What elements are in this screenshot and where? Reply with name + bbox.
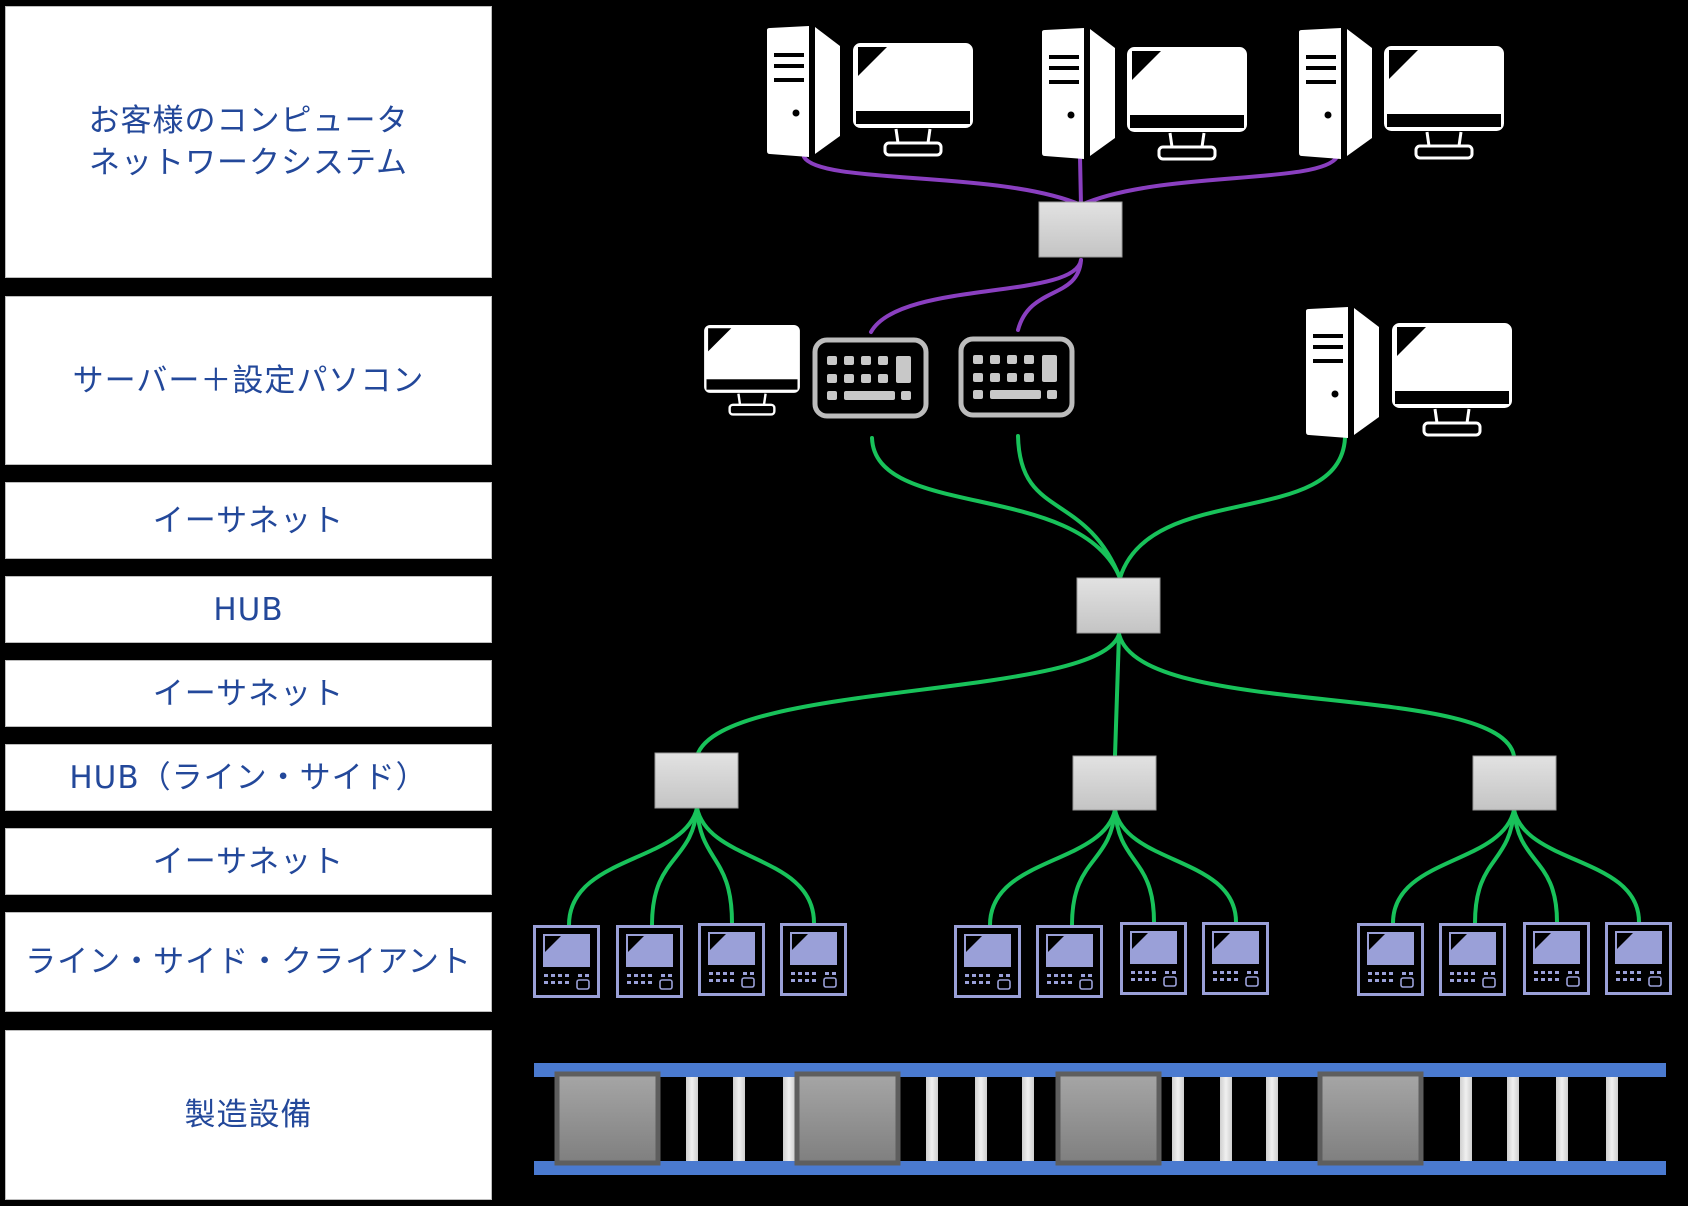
monitor-icon	[853, 43, 973, 157]
desktop-tower-icon	[1299, 28, 1372, 159]
workpiece	[794, 1071, 901, 1166]
conveyor-roller	[1556, 1077, 1568, 1161]
conveyor-roller	[975, 1077, 987, 1161]
cable-server-to-main-hub	[1118, 436, 1347, 580]
client-cable	[695, 806, 816, 925]
conveyor-roller	[686, 1077, 698, 1161]
cable-ws3-to-top-hub	[1079, 155, 1339, 207]
cable-main-hub-to-hub-middle	[1113, 632, 1121, 758]
client-terminal-icon	[1036, 925, 1103, 998]
conveyor-roller	[1460, 1077, 1472, 1161]
customer-cables	[802, 155, 1339, 334]
client-terminal-icon	[1439, 923, 1506, 996]
layer-label: イーサネット	[152, 502, 345, 539]
customer-hub	[1038, 201, 1123, 258]
client-terminal-icon	[780, 923, 847, 996]
client-terminal-icon	[533, 925, 600, 998]
client-cable	[1113, 808, 1238, 924]
line-side-hub-1	[654, 752, 739, 809]
line-side-hub-2	[1072, 755, 1157, 811]
client-cable	[988, 808, 1117, 927]
conveyor-roller	[1606, 1077, 1618, 1161]
conveyor-roller	[926, 1077, 938, 1161]
conveyor-roller	[1172, 1077, 1184, 1161]
layer-label: サーバー＋設定パソコン	[72, 362, 425, 399]
monitor-icon	[1392, 323, 1512, 437]
cable-ws1-to-top-hub	[802, 155, 1083, 207]
conveyor-roller	[1507, 1077, 1519, 1161]
workpiece	[1055, 1071, 1162, 1166]
client-cable	[1512, 808, 1559, 924]
client-terminal-icon	[1202, 922, 1269, 995]
layer-label: お客様のコンピュータ ネットワークシステム	[88, 103, 409, 181]
layer-label: ライン・サイド・クライアント	[25, 944, 472, 980]
cable-ws2-to-top-hub	[1078, 155, 1083, 207]
client-terminal-icon	[1357, 923, 1424, 996]
client-cable	[1113, 808, 1156, 924]
client-terminal-icon	[1523, 922, 1590, 995]
workpiece	[554, 1071, 661, 1166]
line-side-clients	[533, 922, 1672, 998]
client-cable	[567, 806, 699, 927]
desktop-tower-icon	[1042, 28, 1115, 159]
layer-label: HUB（ライン・サイド）	[69, 759, 428, 796]
layer-hub: HUB	[5, 576, 492, 643]
cable-main-hub-to-hub-left	[695, 632, 1121, 758]
client-cable	[695, 806, 734, 925]
main-hub	[1076, 577, 1161, 634]
server-workstation	[1306, 307, 1512, 438]
conveyor-roller	[783, 1077, 795, 1161]
client-terminal-icon	[1120, 922, 1187, 995]
client-cable	[1473, 808, 1516, 925]
client-terminal-icon	[616, 925, 683, 998]
conveyor-roller	[733, 1077, 745, 1161]
conveyor	[534, 1063, 1666, 1175]
layer-label: イーサネット	[152, 675, 345, 712]
monitor-icon	[1384, 46, 1504, 160]
client-terminal-icon	[1605, 922, 1672, 995]
ethernet-cables	[567, 434, 1641, 927]
client-cable	[650, 806, 699, 927]
layer-ethernet-1: イーサネット	[5, 482, 492, 559]
cable-kb2-to-main-hub	[1016, 434, 1122, 580]
cable-top-hub-to-kb2	[1016, 258, 1083, 332]
client-cable	[1391, 808, 1516, 925]
layer-line-side-client: ライン・サイド・クライアント	[5, 912, 492, 1012]
cable-top-hub-to-kb1	[869, 258, 1083, 334]
client-terminal-icon	[698, 923, 765, 996]
customer-workstation-1	[767, 26, 973, 157]
layer-hub-line-side: HUB（ライン・サイド）	[5, 744, 492, 811]
customer-workstation-3	[1299, 28, 1504, 160]
server-tower-icon	[1306, 307, 1379, 438]
conveyor-roller	[1220, 1077, 1232, 1161]
client-terminal-icon	[954, 925, 1021, 998]
layer-label: イーサネット	[152, 843, 345, 880]
layer-customer-network: お客様のコンピュータ ネットワークシステム	[5, 6, 492, 278]
keyboard-icon	[961, 339, 1072, 415]
desktop-tower-icon	[767, 26, 840, 157]
cable-main-hub-to-hub-right	[1117, 632, 1516, 758]
layer-label: 製造設備	[184, 1097, 313, 1133]
setup-pc-monitor-icon	[704, 325, 800, 416]
layer-ethernet-2: イーサネット	[5, 660, 492, 727]
customer-workstation-2	[1042, 28, 1247, 161]
workpiece	[1317, 1071, 1424, 1166]
conveyor-roller	[1266, 1077, 1278, 1161]
monitor-icon	[1127, 47, 1247, 161]
line-side-hub-3	[1472, 755, 1557, 811]
layer-label: HUB	[213, 591, 284, 628]
layer-manufacturing-equipment: 製造設備	[5, 1030, 492, 1200]
layer-ethernet-3: イーサネット	[5, 828, 492, 895]
keyboard-icon	[815, 340, 926, 416]
client-cable	[1070, 808, 1117, 927]
cable-kb1-to-main-hub	[870, 436, 1122, 580]
layer-server-pc: サーバー＋設定パソコン	[5, 296, 492, 465]
conveyor-roller	[1022, 1077, 1034, 1161]
client-cable	[1512, 808, 1641, 924]
